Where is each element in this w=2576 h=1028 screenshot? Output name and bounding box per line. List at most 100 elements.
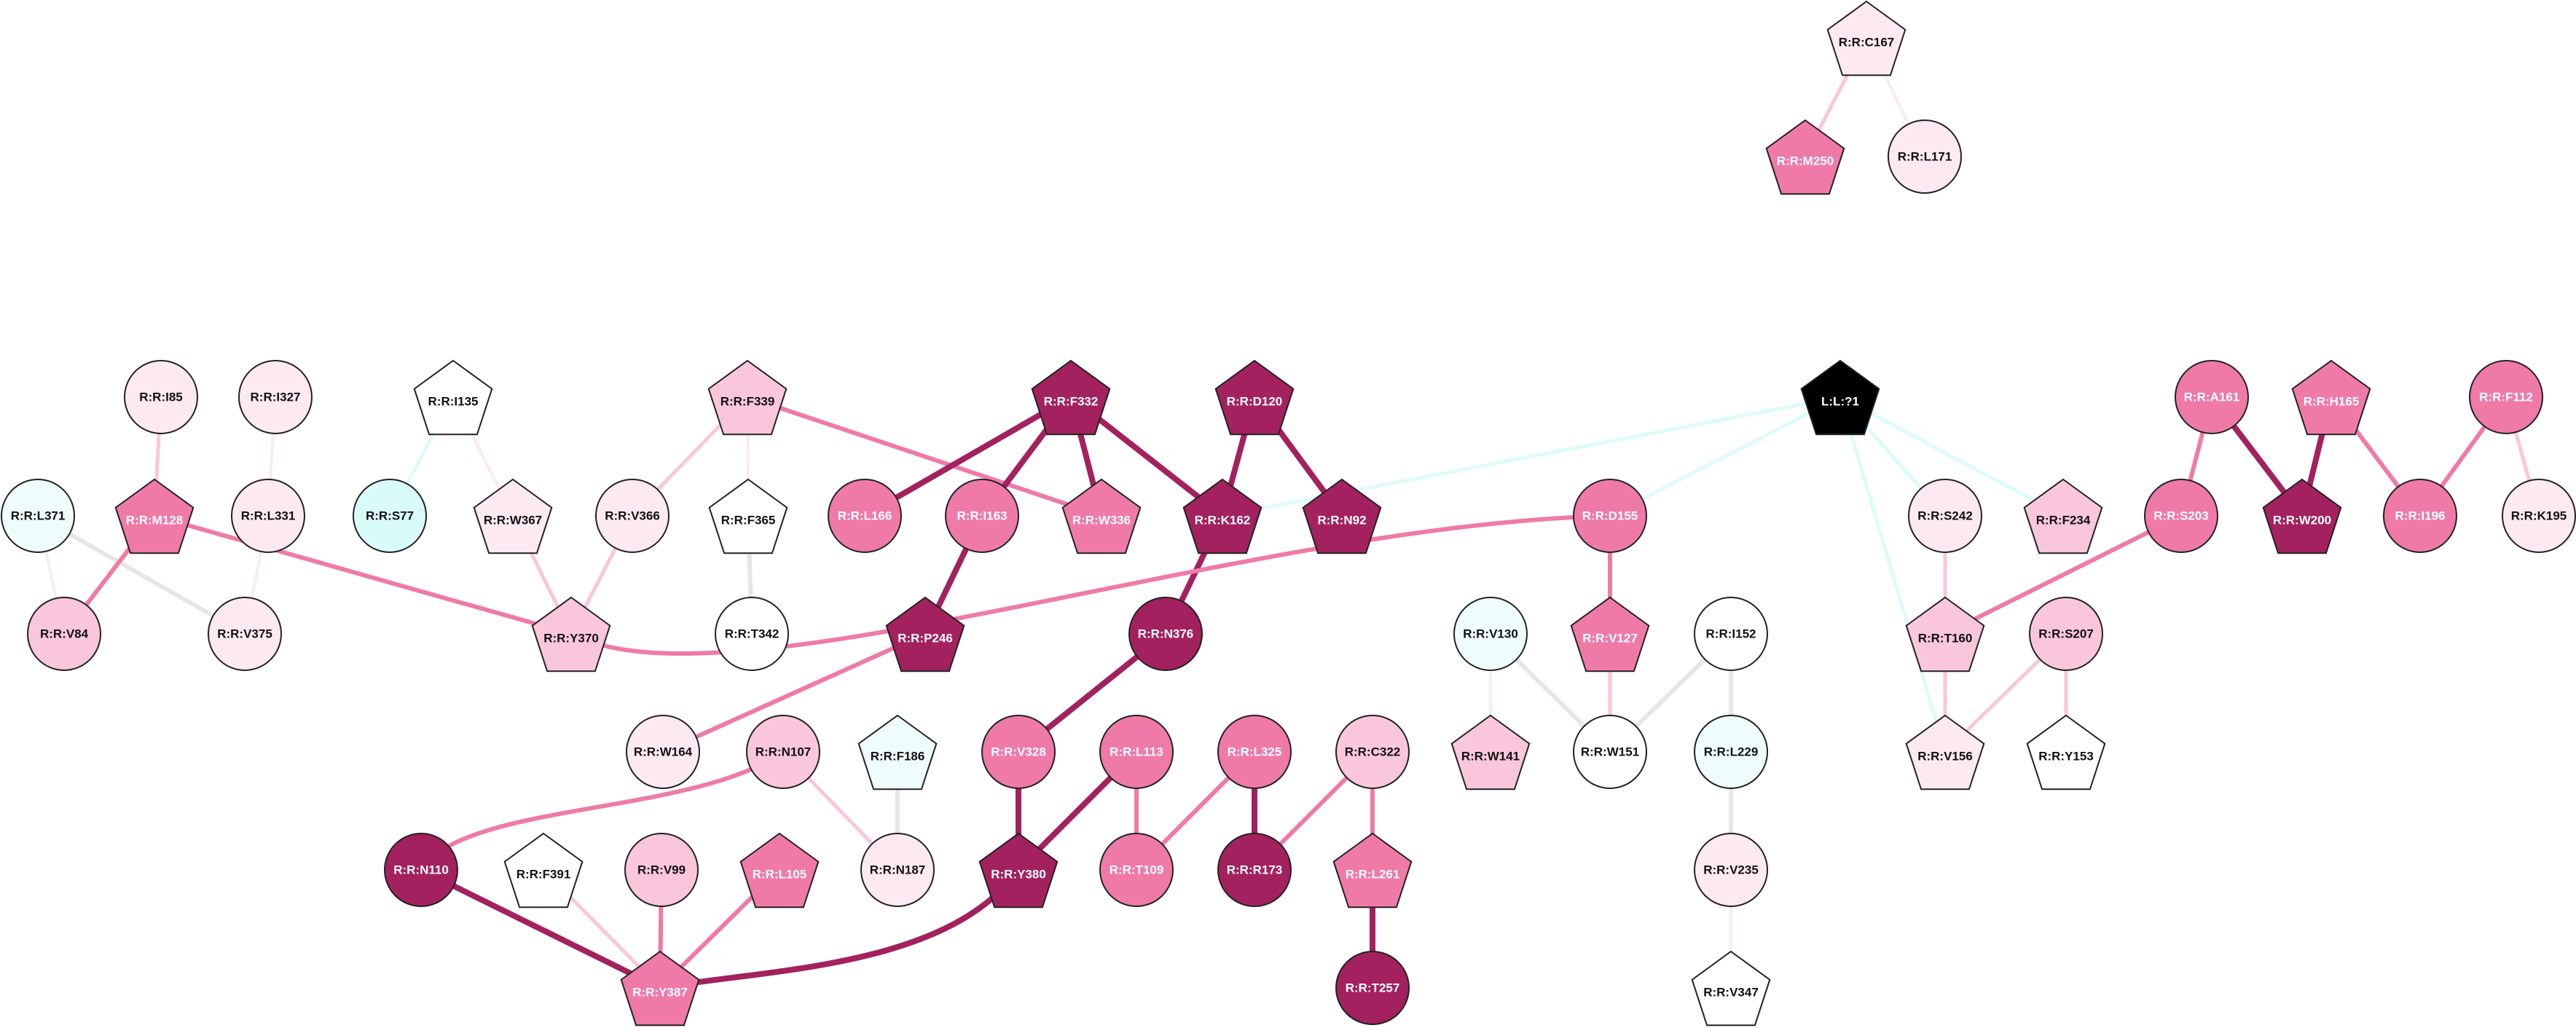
node-w336[interactable]: R:R:W336 — [1061, 478, 1142, 554]
node-l113[interactable]: R:R:L113 — [1099, 715, 1174, 789]
node-i196[interactable]: R:R:I196 — [2383, 479, 2457, 553]
node-v84[interactable]: R:R:V84 — [27, 597, 101, 671]
node-label: R:R:S203 — [2153, 509, 2209, 523]
node-f339[interactable]: R:R:F339 — [707, 359, 788, 436]
node-v130[interactable]: R:R:V130 — [1453, 597, 1528, 671]
node-f332[interactable]: R:R:F332 — [1031, 359, 1111, 436]
node-p246[interactable]: R:R:P246 — [885, 596, 965, 672]
pentagon-shape — [413, 359, 493, 436]
node-label: R:R:I327 — [251, 391, 301, 404]
node-label: R:R:L171 — [1898, 150, 1952, 164]
node-v366[interactable]: R:R:V366 — [595, 479, 669, 553]
circle-shape — [2469, 360, 2543, 434]
node-t160[interactable]: R:R:T160 — [1905, 596, 1985, 672]
node-w141[interactable]: R:R:W141 — [1450, 714, 1531, 790]
node-s203[interactable]: R:R:S203 — [2144, 479, 2218, 553]
node-n110[interactable]: R:R:N110 — [384, 833, 458, 907]
node-k162[interactable]: R:R:K162 — [1182, 478, 1263, 554]
node-c167[interactable]: R:R:C167 — [1826, 0, 1907, 76]
node-label: R:R:L166 — [838, 509, 892, 523]
node-f186[interactable]: R:R:F186 — [857, 714, 938, 790]
node-m128[interactable]: R:R:M128 — [114, 478, 195, 554]
node-l105[interactable]: R:R:L105 — [739, 832, 820, 909]
node-l166[interactable]: R:R:L166 — [828, 479, 902, 553]
node-l261[interactable]: R:R:L261 — [1332, 832, 1413, 909]
node-h165[interactable]: R:R:H165 — [2291, 359, 2371, 436]
node-n92[interactable]: R:R:N92 — [1302, 478, 1382, 554]
node-a161[interactable]: R:R:A161 — [2175, 360, 2249, 434]
node-i152[interactable]: R:R:I152 — [1694, 597, 1768, 671]
node-v127[interactable]: R:R:V127 — [1570, 596, 1650, 672]
node-label: R:R:N110 — [393, 863, 449, 877]
node-s242[interactable]: R:R:S242 — [1908, 479, 1982, 553]
node-i135[interactable]: R:R:I135 — [413, 359, 493, 436]
node-f112[interactable]: R:R:F112 — [2469, 360, 2543, 434]
node-c322[interactable]: R:R:C322 — [1335, 715, 1410, 789]
node-l325[interactable]: R:R:L325 — [1217, 715, 1292, 789]
pentagon-shape — [2023, 478, 2103, 554]
node-f391[interactable]: R:R:F391 — [503, 832, 584, 909]
node-k195[interactable]: R:R:K195 — [2502, 479, 2576, 553]
node-y387[interactable]: R:R:Y387 — [620, 950, 700, 1027]
node-t257[interactable]: R:R:T257 — [1335, 951, 1410, 1025]
node-n107[interactable]: R:R:N107 — [746, 715, 820, 789]
node-label: R:R:K162 — [1195, 514, 1251, 527]
pentagon-shape — [2026, 714, 2106, 790]
node-l171[interactable]: R:R:L171 — [1888, 119, 1962, 194]
pentagon-shape — [1302, 478, 1382, 554]
node-l331[interactable]: R:R:L331 — [231, 479, 305, 553]
pentagon-shape — [885, 596, 965, 672]
node-v375[interactable]: R:R:V375 — [208, 597, 282, 671]
circle-shape — [1573, 479, 1647, 553]
node-label: R:R:W164 — [634, 745, 693, 759]
node-v347[interactable]: R:R:V347 — [1691, 950, 1771, 1027]
node-label: R:R:N92 — [1317, 514, 1366, 527]
edge-l371-v375 — [36, 514, 247, 636]
node-f234[interactable]: R:R:F234 — [2023, 478, 2103, 554]
node-label: R:R:V84 — [40, 627, 89, 641]
node-n187[interactable]: R:R:N187 — [860, 833, 935, 907]
node-v328[interactable]: R:R:V328 — [981, 715, 1056, 789]
node-label: R:R:V130 — [1463, 627, 1518, 641]
node-n376[interactable]: R:R:N376 — [1128, 597, 1203, 671]
node-l371[interactable]: R:R:L371 — [1, 479, 75, 553]
node-label: R:R:L105 — [753, 868, 807, 882]
node-i327[interactable]: R:R:I327 — [238, 360, 313, 434]
node-s207[interactable]: R:R:S207 — [2029, 597, 2103, 671]
node-v156[interactable]: R:R:V156 — [1905, 714, 1985, 790]
node-t109[interactable]: R:R:T109 — [1099, 833, 1174, 907]
node-label: R:R:H165 — [2304, 395, 2360, 409]
node-label: R:R:V156 — [1917, 750, 1973, 764]
node-label: R:R:V366 — [605, 509, 660, 523]
node-l1[interactable]: L:L:?1 — [1800, 359, 1880, 436]
node-label: R:R:W141 — [1461, 750, 1520, 764]
node-w367[interactable]: R:R:W367 — [473, 478, 553, 554]
node-m250[interactable]: R:R:M250 — [1765, 119, 1845, 195]
node-label: R:R:I163 — [957, 509, 1008, 523]
node-i163[interactable]: R:R:I163 — [945, 479, 1019, 553]
node-w200[interactable]: R:R:W200 — [2262, 478, 2342, 554]
circle-shape — [1335, 715, 1410, 789]
circle-shape — [384, 833, 458, 907]
node-y370[interactable]: R:R:Y370 — [531, 596, 611, 672]
node-y153[interactable]: R:R:Y153 — [2026, 714, 2106, 790]
pentagon-shape — [114, 478, 195, 554]
node-r173[interactable]: R:R:R173 — [1217, 833, 1292, 907]
node-i85[interactable]: R:R:I85 — [124, 360, 198, 434]
node-d155[interactable]: R:R:D155 — [1573, 479, 1647, 553]
node-label: R:R:Y370 — [543, 632, 599, 646]
node-label: R:R:N107 — [755, 745, 812, 759]
node-t342[interactable]: R:R:T342 — [715, 597, 789, 671]
circle-shape — [1888, 119, 1962, 194]
node-v99[interactable]: R:R:V99 — [624, 833, 699, 907]
node-label: R:R:F339 — [720, 395, 775, 409]
node-v235[interactable]: R:R:V235 — [1694, 833, 1768, 907]
node-w151[interactable]: R:R:W151 — [1573, 715, 1647, 789]
node-s77[interactable]: R:R:S77 — [353, 479, 427, 553]
node-f365[interactable]: R:R:F365 — [708, 478, 788, 554]
node-d120[interactable]: R:R:D120 — [1214, 359, 1295, 436]
node-y380[interactable]: R:R:Y380 — [978, 832, 1059, 909]
node-l229[interactable]: R:R:L229 — [1694, 715, 1768, 789]
node-w164[interactable]: R:R:W164 — [626, 715, 700, 789]
